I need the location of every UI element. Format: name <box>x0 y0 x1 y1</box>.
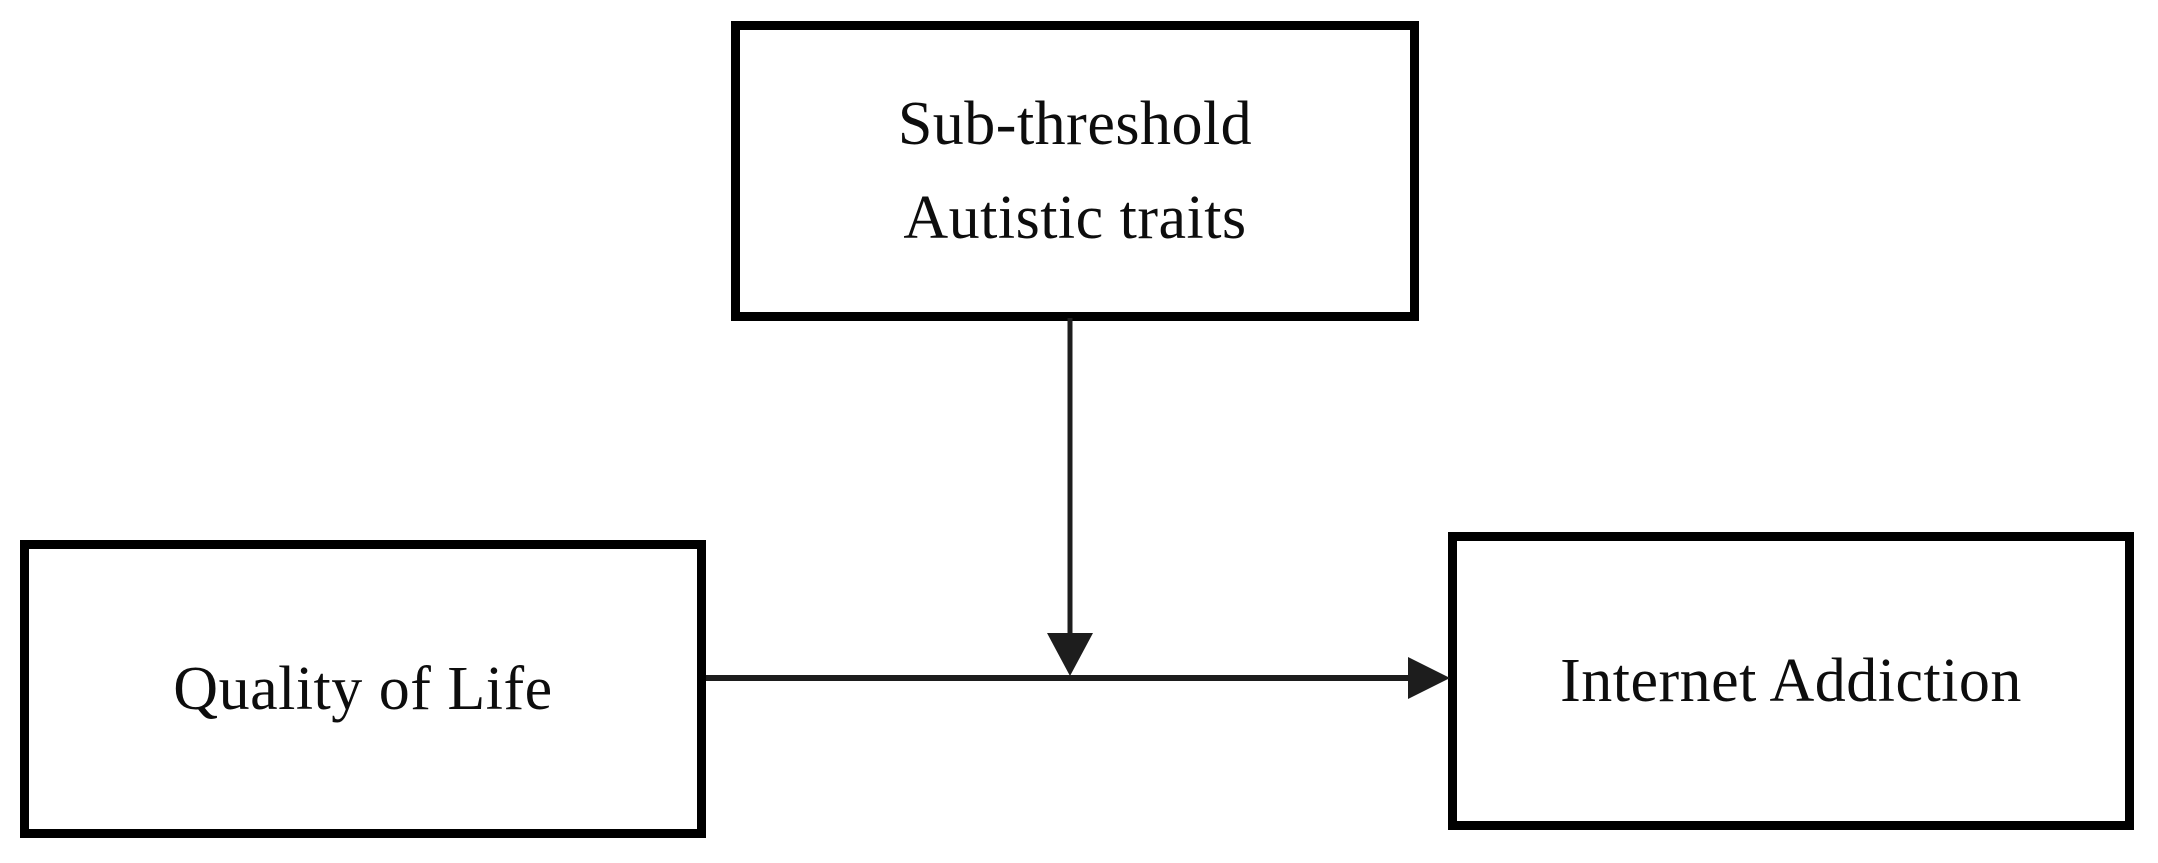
direct-effect-arrowhead-icon <box>1408 657 1450 699</box>
moderator-label-line1: Sub-threshold <box>897 90 1253 158</box>
moderator-box-label: Sub-threshold Autistic traits <box>898 77 1252 265</box>
moderator-label-line2: Autistic traits <box>903 184 1247 252</box>
outcome-box: Internet Addiction <box>1448 532 2134 830</box>
predictor-box: Quality of Life <box>20 540 706 838</box>
predictor-box-label: Quality of Life <box>173 655 553 723</box>
moderator-box: Sub-threshold Autistic traits <box>731 21 1419 321</box>
moderation-arrowhead-icon <box>1047 633 1093 676</box>
outcome-box-label: Internet Addiction <box>1560 647 2022 715</box>
